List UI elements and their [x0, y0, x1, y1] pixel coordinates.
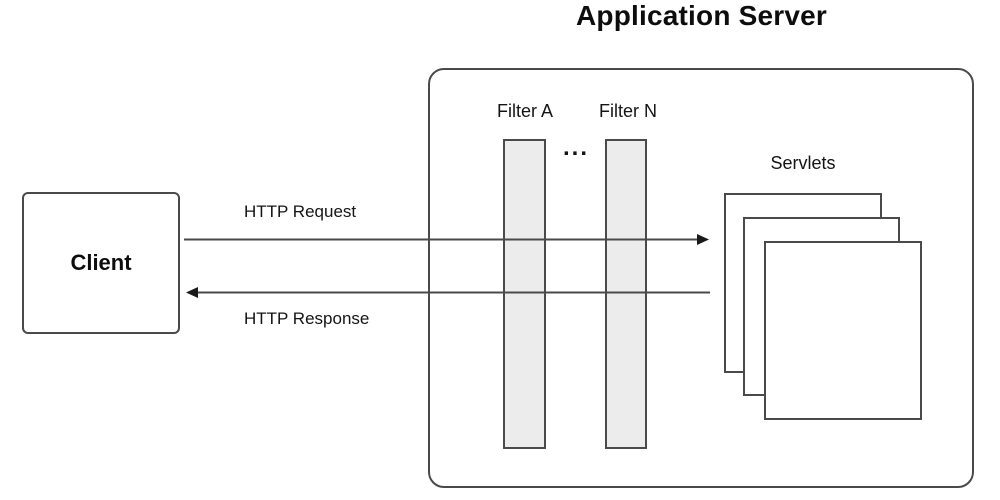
ellipsis-between-filters: ...: [562, 134, 589, 161]
client-box: Client: [22, 192, 180, 334]
filter-a-bar: [503, 139, 546, 449]
application-server-title: Application Server: [575, 0, 827, 31]
filter-n-bar: [605, 139, 647, 449]
servlet-card-front: [764, 241, 922, 420]
http-response-label: HTTP Response: [244, 309, 370, 328]
application-server-box: [428, 68, 974, 488]
client-label: Client: [70, 250, 132, 275]
servlets-label: Servlets: [770, 153, 836, 173]
filter-a-label: Filter A: [496, 101, 553, 121]
http-response-arrowhead-icon: [186, 287, 198, 298]
filter-n-label: Filter N: [599, 101, 657, 121]
http-request-label: HTTP Request: [244, 202, 357, 221]
